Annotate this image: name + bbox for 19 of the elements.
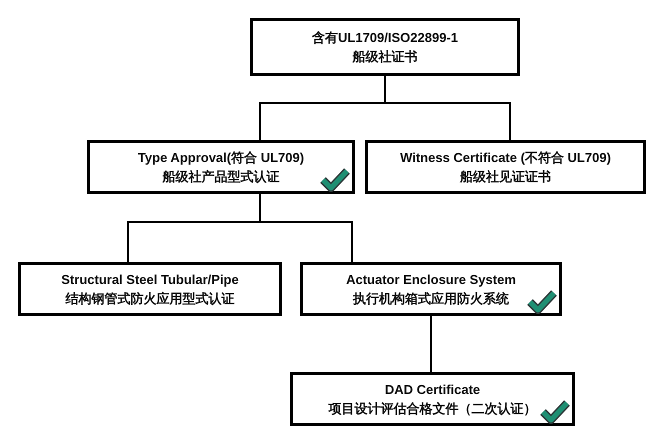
box-label: Type Approval(符合 UL709)	[138, 148, 304, 167]
box-label: 含有UL1709/ISO22899-1	[312, 28, 458, 46]
box-label: Actuator Enclosure System	[346, 270, 516, 289]
box-label: 结构钢管式防火应用型式认证	[66, 290, 234, 308]
box-label: 项目设计评估合格文件（二次认证）	[328, 400, 536, 418]
box-label: Witness Certificate (不符合 UL709)	[400, 148, 611, 167]
box-label: 船级社见证证书	[460, 168, 551, 186]
certificate-box	[18, 262, 282, 316]
certificate-box	[300, 262, 562, 316]
box-label: 船级社产品型式认证	[162, 168, 280, 186]
certificate-box	[365, 140, 646, 194]
box-label: 船级社证书	[352, 48, 418, 66]
connector-line	[430, 316, 432, 372]
box-label: 执行机构箱式应用防火系统	[353, 290, 509, 308]
certificate-box	[290, 372, 575, 426]
certificate-box	[87, 140, 355, 194]
box-label: DAD Certificate	[384, 380, 480, 398]
box-label: Structural Steel Tubular/Pipe	[61, 270, 239, 289]
certificate-box	[250, 18, 520, 76]
